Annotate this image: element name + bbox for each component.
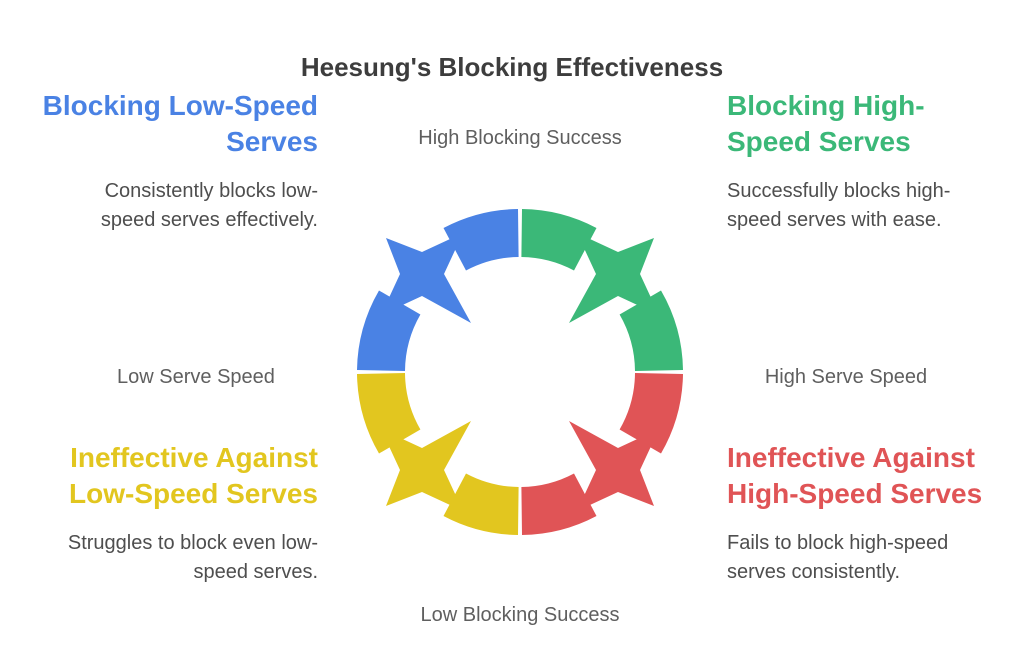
cycle-arrow-bottom-right-icon <box>521 373 683 535</box>
quadrant-heading-top-left: Blocking Low-Speed Serves <box>28 88 318 160</box>
heading-line: Ineffective Against <box>727 442 975 473</box>
description-line: speed serves with ease. <box>727 209 942 231</box>
heading-line: Blocking High- <box>727 90 925 121</box>
description-line: serves consistently. <box>727 561 901 583</box>
page-title: Heesung's Blocking Effectiveness <box>300 52 724 82</box>
quadrant-heading-bottom-right: Ineffective Against High-Speed Serves <box>727 440 987 512</box>
quadrant-description-bottom-left: Struggles to block even low- speed serve… <box>28 529 318 587</box>
quadrant-block-top-right: Blocking High- Speed Serves Successfully… <box>727 88 977 235</box>
description-line: speed serves effectively. <box>100 209 318 231</box>
axis-label-top: High Blocking Success <box>418 127 622 149</box>
quadrant-description-top-right: Successfully blocks high- speed serves w… <box>727 177 977 235</box>
axis-label-left: Low Serve Speed <box>117 366 275 388</box>
description-line: Struggles to block even low- <box>67 532 318 554</box>
axis-label-right: High Serve Speed <box>764 366 928 388</box>
cycle-arrow-bottom-left-icon <box>357 373 519 535</box>
heading-line: Speed Serves <box>727 126 911 157</box>
heading-line: Blocking Low-Speed <box>42 90 318 121</box>
cycle-arrow-top-left-icon <box>357 209 519 371</box>
cycle-arrow-top-right-icon <box>521 209 683 371</box>
heading-line: Ineffective Against <box>70 442 318 473</box>
heading-line: Serves <box>226 126 318 157</box>
description-line: speed serves. <box>193 561 318 583</box>
quadrant-block-top-left: Blocking Low-Speed Serves Consistently b… <box>28 88 318 235</box>
heading-line: High-Speed Serves <box>727 478 983 509</box>
quadrant-heading-top-right: Blocking High- Speed Serves <box>727 88 977 160</box>
description-line: Successfully blocks high- <box>727 180 951 202</box>
quadrant-description-top-left: Consistently blocks low- speed serves ef… <box>28 177 318 235</box>
quadrant-block-bottom-right: Ineffective Against High-Speed Serves Fa… <box>727 440 987 587</box>
description-line: Consistently blocks low- <box>104 180 318 202</box>
heading-line: Low-Speed Serves <box>69 478 318 509</box>
description-line: Fails to block high-speed <box>727 532 949 554</box>
axis-label-bottom: Low Blocking Success <box>420 604 620 626</box>
quadrant-block-bottom-left: Ineffective Against Low-Speed Serves Str… <box>28 440 318 587</box>
quadrant-heading-bottom-left: Ineffective Against Low-Speed Serves <box>28 440 318 512</box>
quadrant-description-bottom-right: Fails to block high-speed serves consist… <box>727 529 987 587</box>
